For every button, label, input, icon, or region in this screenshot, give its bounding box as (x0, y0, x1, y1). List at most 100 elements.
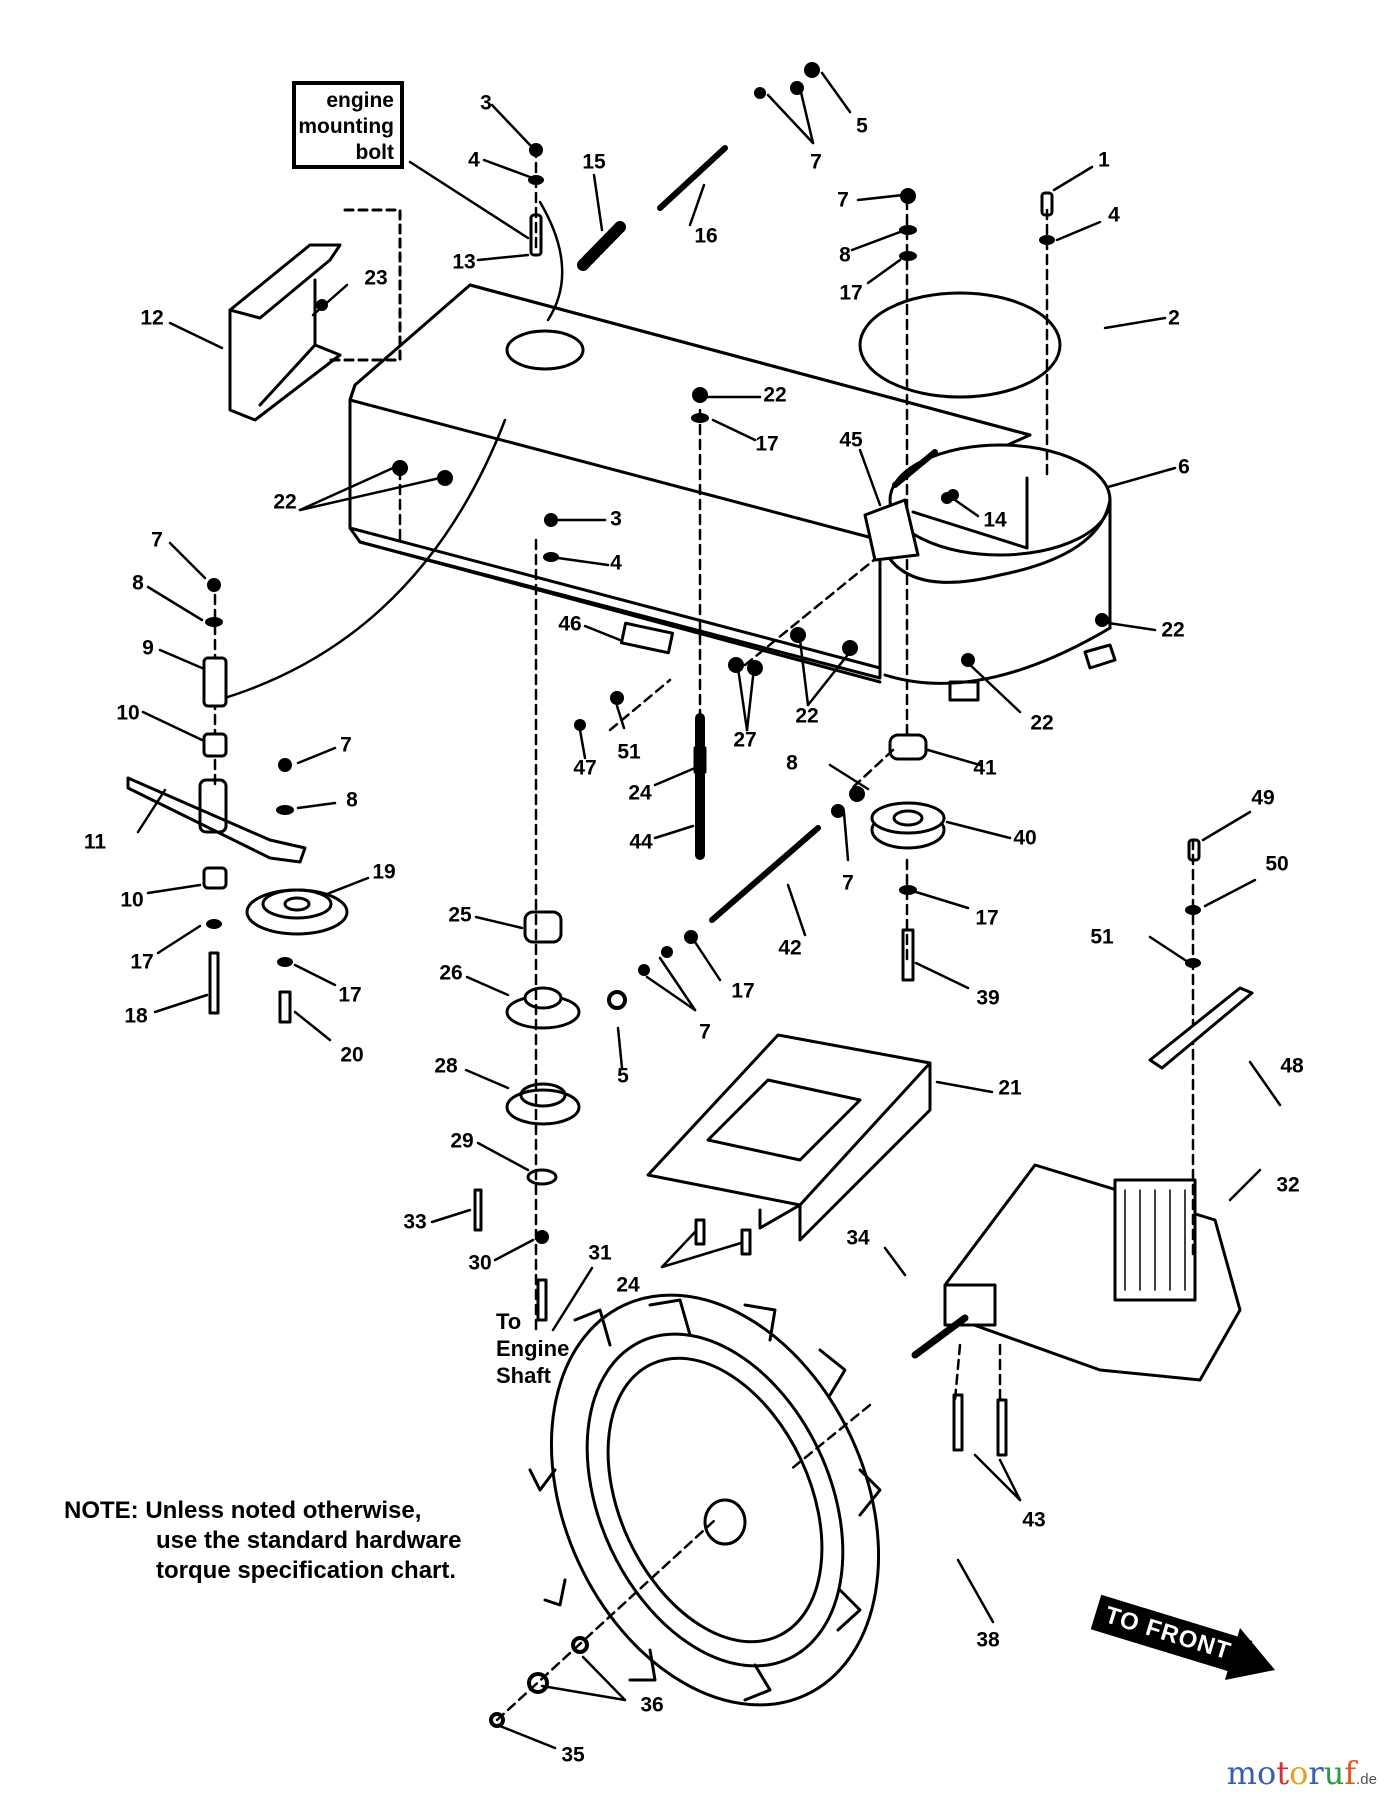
part-callout-22: 22 (763, 383, 787, 407)
spring-15 (577, 219, 628, 271)
part-callout-33: 33 (403, 1210, 427, 1234)
engine-mounting-bolt-label: engine mounting bolt (292, 81, 404, 169)
part-callout-2: 2 (1168, 306, 1180, 330)
mounting-plate (646, 1033, 932, 1242)
part-callout-17: 17 (731, 979, 755, 1003)
rod-42 (709, 825, 821, 923)
part-callout-51: 51 (1090, 925, 1114, 949)
part-callout-27: 27 (733, 728, 757, 752)
part-callout-5: 5 (856, 114, 868, 138)
part-callout-49: 49 (1251, 786, 1275, 810)
part-callout-45: 45 (839, 428, 863, 452)
lever-48 (1148, 986, 1254, 1070)
part-callout-32: 32 (1276, 1173, 1300, 1197)
part-callout-14: 14 (983, 508, 1007, 532)
part-callout-24: 24 (616, 1273, 640, 1297)
bracket-45 (863, 498, 920, 562)
part-callout-30: 30 (468, 1251, 492, 1275)
box-line-1: engine (326, 89, 394, 112)
part-callout-7: 7 (842, 871, 854, 895)
part-callout-44: 44 (629, 830, 653, 854)
watermark-text: motoruf (1227, 1754, 1356, 1792)
part-callout-50: 50 (1265, 852, 1289, 876)
part-callout-46: 46 (558, 612, 582, 636)
watermark-letter: m (1226, 1754, 1257, 1792)
part-callout-13: 13 (452, 250, 476, 274)
part-callout-8: 8 (346, 788, 358, 812)
part-callout-28: 28 (434, 1054, 458, 1078)
engine-shaft-line-2: Engine (496, 1336, 570, 1361)
engine-shaft-line-3: Shaft (496, 1363, 551, 1388)
part-callout-42: 42 (778, 936, 802, 960)
part-callout-25: 25 (448, 903, 472, 927)
part-callout-20: 20 (340, 1043, 364, 1067)
part-callout-29: 29 (450, 1129, 474, 1153)
box-line-3: bolt (355, 141, 394, 164)
rod-16 (657, 145, 728, 211)
watermark-suffix: .de (1356, 1771, 1377, 1788)
watermark-letter: u (1323, 1754, 1345, 1792)
engine-shaft-label: To Engine Shaft (496, 1308, 569, 1389)
wheel (528, 1293, 882, 1707)
watermark-letter: r (1308, 1754, 1324, 1792)
pulley-26 (505, 986, 581, 1030)
part-callout-3: 3 (610, 507, 622, 531)
part-callout-4: 4 (468, 148, 480, 172)
part-callout-23: 23 (364, 266, 388, 290)
transmission (911, 1163, 1242, 1382)
engine-shaft-line-1: To (496, 1309, 522, 1334)
part-callout-8: 8 (786, 751, 798, 775)
note-line-2: use the standard hardware (156, 1527, 462, 1554)
part-callout-3: 3 (480, 91, 492, 115)
part-callout-24: 24 (628, 781, 652, 805)
part-callout-9: 9 (142, 636, 154, 660)
watermark-logo: motoruf.de (1227, 1754, 1377, 1792)
idler-arm (126, 776, 307, 864)
part-callout-17: 17 (975, 906, 999, 930)
part-callout-17: 17 (130, 950, 154, 974)
part-callout-22: 22 (1161, 618, 1185, 642)
part-callout-7: 7 (837, 188, 849, 212)
part-callout-16: 16 (694, 224, 718, 248)
part-callout-22: 22 (795, 704, 819, 728)
spacer-arrow (216, 418, 507, 702)
chassis-housing (348, 283, 1032, 684)
torque-note: NOTE: Unless noted otherwise, use the st… (64, 1496, 461, 1586)
washer-29 (526, 1168, 558, 1186)
part-callout-10: 10 (116, 701, 140, 725)
part-callout-26: 26 (439, 961, 463, 985)
part-callout-1: 1 (1098, 148, 1110, 172)
part-callout-12: 12 (140, 306, 164, 330)
blower-housing (878, 443, 1117, 702)
part-callout-43: 43 (1022, 1508, 1046, 1532)
part-callout-34: 34 (846, 1226, 870, 1250)
collar-41 (888, 733, 928, 761)
part-callout-11: 11 (83, 830, 107, 854)
note-line-1: NOTE: Unless noted otherwise, (64, 1497, 422, 1524)
part-callout-6: 6 (1178, 455, 1190, 479)
part-callout-47: 47 (573, 756, 597, 780)
part-callout-48: 48 (1280, 1054, 1304, 1078)
spacer-25 (523, 910, 563, 944)
part-callout-15: 15 (582, 150, 606, 174)
part-callout-4: 4 (610, 551, 622, 575)
note-line-3: torque specification chart. (156, 1557, 457, 1584)
watermark-letter: t (1276, 1754, 1290, 1792)
part-callout-31: 31 (588, 1241, 612, 1265)
part-callout-7: 7 (151, 528, 163, 552)
part-callout-40: 40 (1013, 826, 1037, 850)
hardware (202, 62, 1201, 1728)
engine-bolt-arrow (538, 200, 564, 322)
part-callout-41: 41 (973, 756, 997, 780)
part-callout-38: 38 (976, 1628, 1000, 1652)
cover-plate (858, 291, 1062, 399)
part-callout-7: 7 (810, 150, 822, 174)
leader-lines (136, 71, 1282, 1750)
part-callout-8: 8 (839, 243, 851, 267)
pulley-28 (505, 1082, 581, 1126)
pulley-19 (245, 888, 349, 936)
part-callout-7: 7 (340, 733, 352, 757)
part-callout-51: 51 (617, 740, 641, 764)
part-callout-22: 22 (273, 490, 297, 514)
